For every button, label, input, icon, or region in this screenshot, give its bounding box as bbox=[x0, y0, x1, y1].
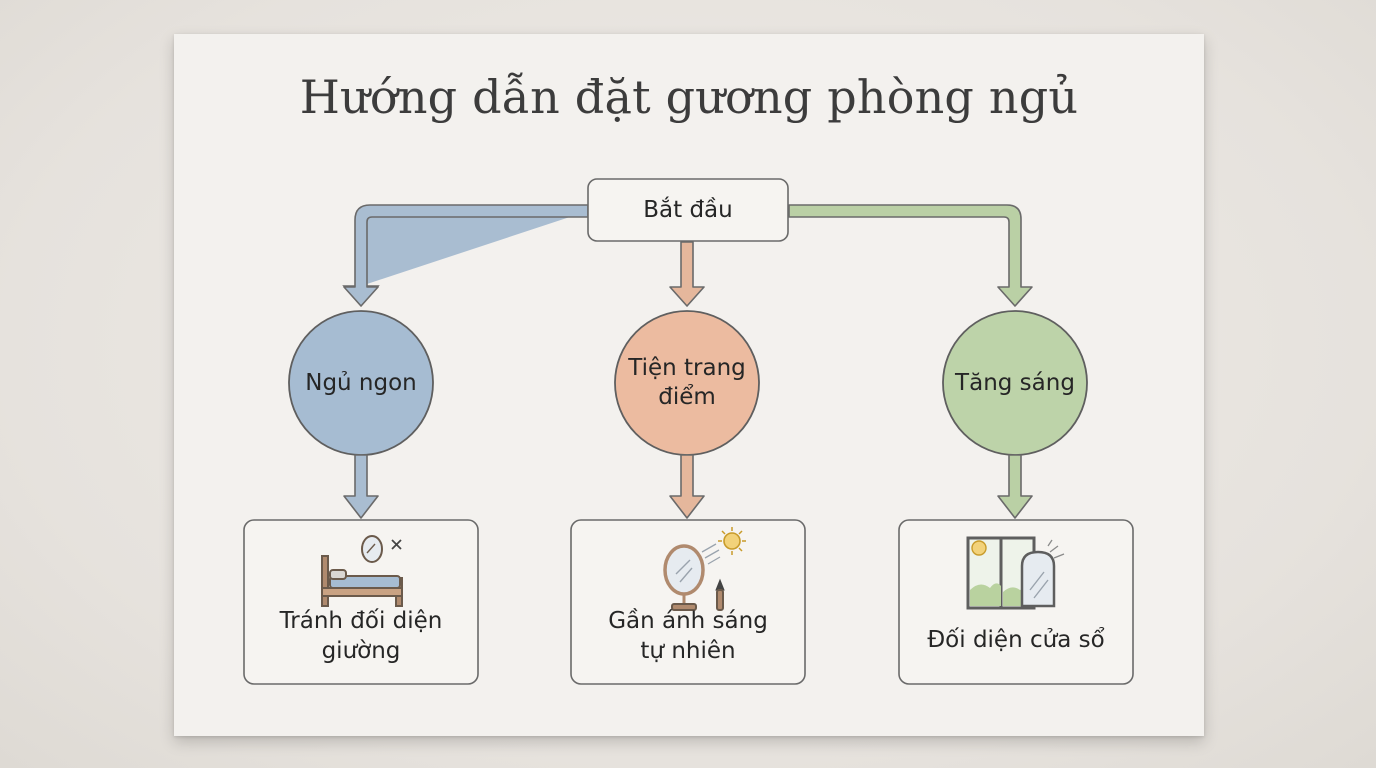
tip-label-3: Đối diện cửa sổ bbox=[927, 627, 1105, 653]
tip-label-2: Gần ánh sáng tự nhiên bbox=[608, 608, 768, 664]
vanity-mirror-sun-icon bbox=[663, 527, 746, 611]
connector-left bbox=[342, 204, 589, 307]
arrow-brightness-tip bbox=[997, 454, 1033, 519]
start-label: Bắt đầu bbox=[643, 197, 733, 223]
goal-label-brightness: Tăng sáng bbox=[955, 369, 1075, 396]
arrow-makeup-tip bbox=[669, 454, 705, 519]
tip-box-1 bbox=[243, 519, 479, 685]
goal-label-sleep: Ngủ ngon bbox=[305, 369, 417, 396]
connector-middle bbox=[669, 241, 705, 307]
tip-box-2 bbox=[570, 519, 806, 685]
start-node bbox=[587, 178, 789, 242]
bed-mirror-icon bbox=[321, 535, 403, 607]
window-mirror-icon bbox=[966, 536, 1065, 610]
page-title: Hướng dẫn đặt gương phòng ngủ bbox=[299, 70, 1079, 124]
tip-label-1: Tránh đối diện giường bbox=[279, 608, 443, 664]
goal-label-makeup: Tiện trang điểm bbox=[628, 355, 746, 410]
connector-right bbox=[788, 204, 1033, 307]
arrow-sleep-tip bbox=[343, 454, 379, 519]
